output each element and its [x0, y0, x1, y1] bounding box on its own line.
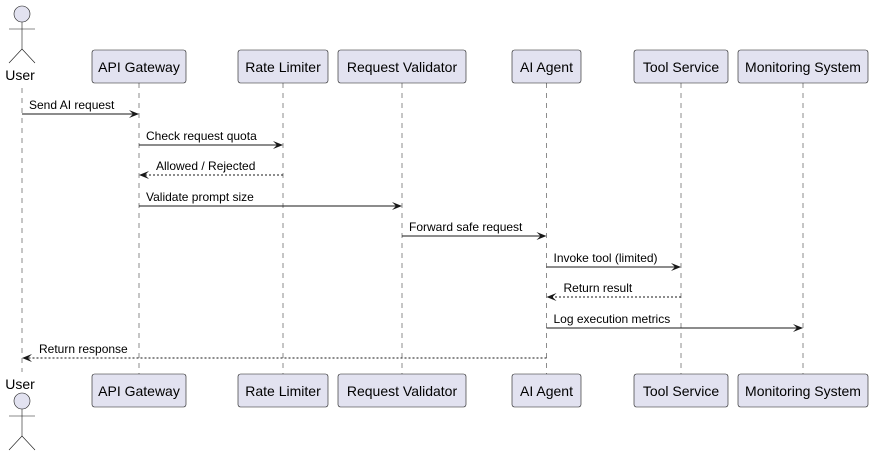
message-label: Return result	[564, 281, 633, 295]
participant-label: AI Agent	[520, 383, 573, 399]
participant-tool-bottom: Tool Service	[633, 373, 729, 408]
participant-limiter-top: Rate Limiter	[237, 49, 329, 84]
message-label: Log execution metrics	[554, 312, 671, 326]
participant-box	[237, 373, 329, 408]
message-label: Send AI request	[29, 98, 115, 112]
message-9: Return response	[22, 342, 547, 362]
arrowhead	[129, 110, 139, 118]
participant-box	[337, 49, 467, 84]
participant-monitor-top: Monitoring System	[737, 49, 869, 84]
participant-box	[511, 373, 582, 408]
message-4: Validate prompt size	[139, 190, 402, 210]
message-3: Allowed / Rejected	[139, 159, 283, 179]
message-7: Return result	[546, 281, 681, 301]
participant-gateway-bottom: API Gateway	[91, 373, 187, 408]
participant-label: Tool Service	[643, 383, 719, 399]
arrowhead	[793, 324, 803, 332]
participant-box	[633, 373, 729, 408]
actor-user-top	[8, 5, 36, 64]
message-8: Log execution metrics	[546, 312, 803, 332]
actor-leg-right	[21, 48, 36, 64]
arrowhead	[22, 354, 32, 362]
participant-tool-top: Tool Service	[633, 49, 729, 84]
participant-label: Monitoring System	[745, 383, 861, 399]
participant-box	[91, 49, 187, 84]
participant-box	[737, 49, 869, 84]
arrowhead	[273, 141, 283, 149]
participant-box	[633, 49, 729, 84]
participant-label: API Gateway	[98, 383, 180, 399]
participant-label: Request Validator	[347, 383, 458, 399]
message-label: Forward safe request	[409, 220, 523, 234]
participant-box	[237, 49, 329, 84]
message-6: Invoke tool (limited)	[546, 251, 681, 271]
arrowhead	[546, 293, 557, 301]
participant-box	[737, 373, 869, 408]
actor-leg-left	[8, 48, 23, 64]
participant-validator-top: Request Validator	[337, 49, 467, 84]
actor-leg-right	[21, 435, 36, 451]
message-label: Allowed / Rejected	[156, 159, 255, 173]
participant-box	[91, 373, 187, 408]
participant-label: Monitoring System	[745, 59, 861, 75]
message-5: Forward safe request	[402, 220, 547, 240]
participant-validator-bottom: Request Validator	[337, 373, 467, 408]
arrowhead	[536, 232, 547, 240]
arrowhead	[139, 171, 149, 179]
actor-head	[13, 392, 31, 410]
participant-label: AI Agent	[520, 59, 573, 75]
message-2: Check request quota	[139, 129, 283, 149]
actor-user-bottom	[8, 392, 36, 451]
actor-label-bottom: User	[5, 376, 35, 392]
participant-label: Request Validator	[347, 59, 458, 75]
actor-label-top: User	[5, 67, 35, 83]
participant-limiter-bottom: Rate Limiter	[237, 373, 329, 408]
arrowhead	[671, 263, 681, 271]
arrowhead	[392, 202, 402, 210]
participant-box	[337, 373, 467, 408]
lifelines	[21, 83, 804, 374]
message-label: Invoke tool (limited)	[554, 251, 658, 265]
participant-agent-top: AI Agent	[511, 49, 582, 84]
message-1: Send AI request	[22, 98, 139, 118]
participant-box	[511, 49, 582, 84]
actor-head	[13, 5, 31, 23]
participant-gateway-top: API Gateway	[91, 49, 187, 84]
participant-label: Rate Limiter	[245, 59, 321, 75]
message-label: Return response	[39, 342, 128, 356]
participant-label: Rate Limiter	[245, 383, 321, 399]
message-label: Check request quota	[146, 129, 257, 143]
message-label: Validate prompt size	[146, 190, 254, 204]
participant-agent-bottom: AI Agent	[511, 373, 582, 408]
participant-monitor-bottom: Monitoring System	[737, 373, 869, 408]
participant-label: API Gateway	[98, 59, 180, 75]
actor-leg-left	[8, 435, 23, 451]
participant-label: Tool Service	[643, 59, 719, 75]
